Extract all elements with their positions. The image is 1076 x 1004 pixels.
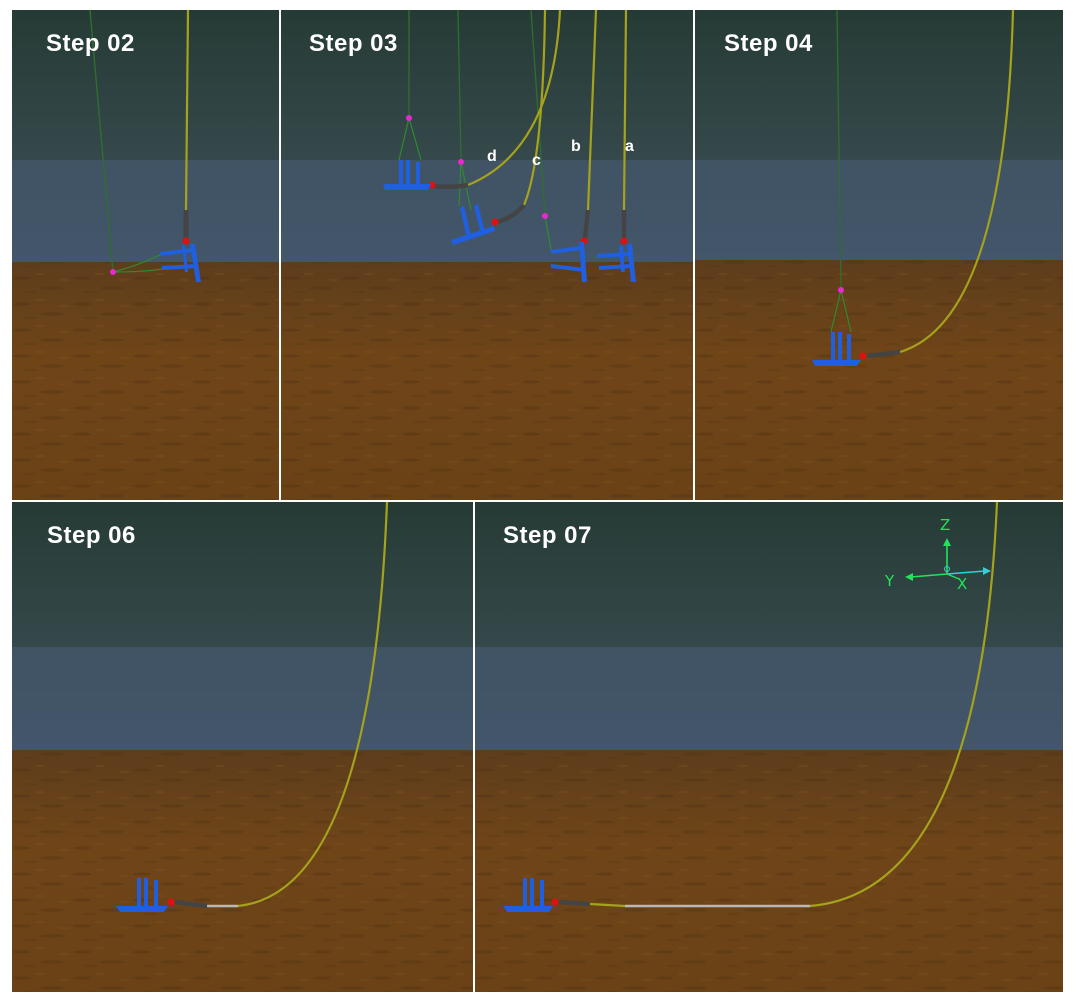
sling-d	[398, 117, 422, 161]
flange-connector	[551, 898, 559, 906]
subsea-structure	[503, 878, 553, 912]
x-axis-arrow-cyan	[946, 570, 986, 575]
panel-step-04: Step 04	[695, 10, 1063, 500]
sling	[112, 253, 163, 273]
bend-stiffener-c	[496, 203, 526, 225]
subsea-structure	[160, 244, 201, 282]
seabed-texture	[475, 750, 1063, 992]
flange-connector	[182, 237, 190, 245]
subsea-structure	[812, 332, 861, 366]
flange-connector	[859, 352, 867, 360]
riser-line	[809, 502, 999, 908]
x-axis-arrow	[946, 573, 960, 580]
water-band	[695, 160, 1063, 262]
riser-line	[184, 10, 190, 211]
origin-marker	[944, 566, 950, 572]
lift-point-marker	[838, 287, 844, 293]
bend-stiffener	[174, 899, 208, 909]
x-axis-label: X	[957, 575, 968, 593]
scene-step-02	[12, 10, 279, 500]
seabed-texture	[281, 262, 693, 500]
step-label: Step 04	[724, 30, 813, 57]
riser-label-b: b	[571, 138, 581, 155]
step-label: Step 06	[47, 522, 136, 549]
riser-tail	[589, 902, 626, 908]
lift-point-marker	[458, 159, 464, 165]
seabed-texture	[12, 262, 279, 500]
subsea-structure-a	[597, 244, 636, 282]
flange-connector	[428, 181, 436, 189]
lift-rope	[836, 10, 842, 291]
flange-connector	[167, 898, 175, 906]
lift-point-marker	[110, 269, 116, 275]
subsea-structure-c	[451, 204, 495, 245]
panel-step-03: Step 03 d c b a	[281, 10, 693, 500]
panel-step-06: Step 06	[12, 502, 473, 992]
bend-stiffener-d	[432, 182, 469, 190]
water-band	[12, 647, 473, 752]
subsea-structure	[116, 878, 168, 912]
scene-step-03	[281, 10, 693, 500]
scene-step-04	[695, 10, 1063, 500]
riser-a	[622, 10, 628, 211]
step-label: Step 07	[503, 522, 592, 549]
panel-step-07: Step 07 Z Y X	[475, 502, 1063, 992]
lift-rope	[89, 10, 114, 273]
bend-stiffener-b	[582, 209, 591, 239]
flange-connector	[620, 237, 628, 245]
y-axis-label: Y	[885, 572, 895, 590]
water-band	[12, 160, 279, 264]
riser-label-a: a	[625, 138, 634, 155]
sling	[830, 289, 852, 333]
y-axis-arrow	[910, 573, 948, 578]
y-axis-head	[905, 573, 913, 581]
x-axis-head	[983, 567, 991, 575]
z-axis-head	[943, 538, 951, 546]
subsea-structure-d	[383, 160, 431, 190]
bend-stiffener	[558, 899, 591, 907]
sling-b	[544, 215, 552, 251]
panel-step-02: Step 02	[12, 10, 279, 500]
z-axis-label: Z	[940, 516, 951, 534]
lift-point-marker	[406, 115, 412, 121]
riser-b	[586, 10, 598, 211]
bend-stiffener	[866, 349, 901, 359]
axis-triad	[905, 538, 991, 581]
scene-step-06	[12, 502, 473, 992]
subsea-structure-b	[551, 242, 587, 282]
step-label: Step 03	[309, 30, 398, 57]
riser-label-c: c	[532, 152, 541, 169]
seabed-texture	[12, 750, 473, 992]
riser-line	[899, 10, 1015, 354]
seabed-texture	[695, 260, 1063, 500]
scene-step-07	[475, 502, 1063, 992]
riser-c	[522, 10, 547, 206]
lift-point-marker	[542, 213, 548, 219]
riser-line	[237, 502, 389, 908]
water-band	[475, 647, 1063, 752]
flange-connector	[491, 218, 499, 226]
riser-label-d: d	[487, 148, 497, 165]
riser-d	[467, 10, 562, 187]
step-label: Step 02	[46, 30, 135, 57]
lift-rope-c	[457, 10, 462, 163]
